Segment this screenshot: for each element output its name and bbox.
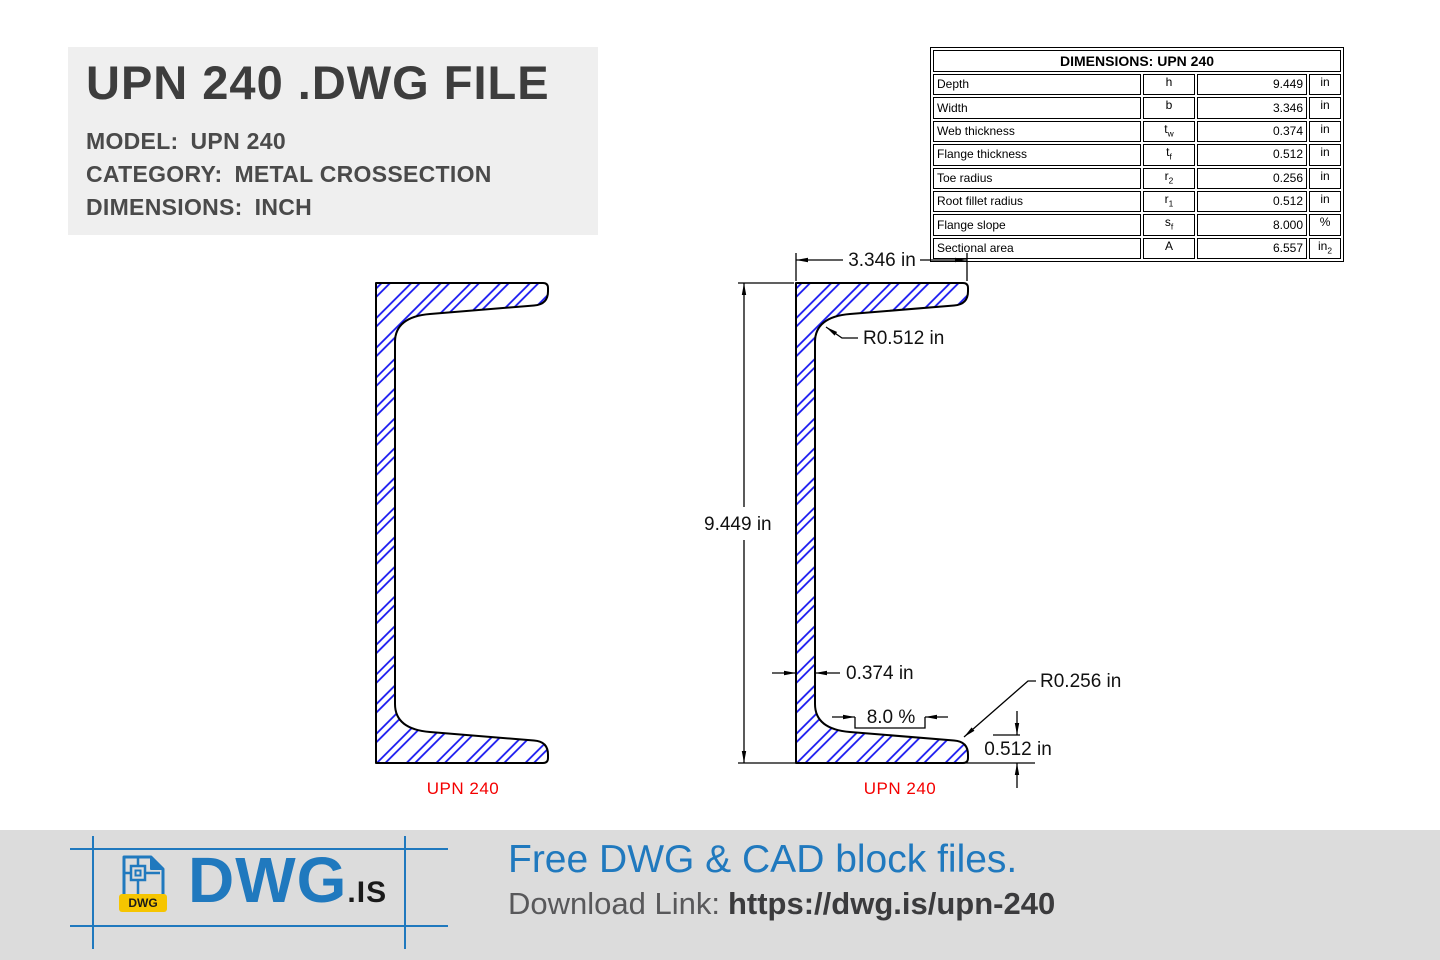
dwg-file-icon: DWG xyxy=(119,855,167,912)
table-row: Flange slope sf 8.000 % xyxy=(933,214,1342,236)
dimension-annotations: 3.346 in 9.449 in R0.512 in 0.374 in 8.0… xyxy=(704,250,1121,788)
row-unit: in2 xyxy=(1309,237,1342,260)
dimensions-table: DIMENSIONS: UPN 240 Depth h 9.449 in Wid… xyxy=(930,47,1345,263)
dimensions-row: DIMENSIONS: INCH xyxy=(86,191,598,224)
crop-mark-horizontal-top xyxy=(70,848,448,850)
row-value: 0.374 xyxy=(1197,120,1307,143)
row-symbol: h xyxy=(1143,74,1195,96)
table-row: Flange thickness tf 0.512 in xyxy=(933,144,1342,166)
row-name: Root fillet radius xyxy=(933,190,1141,213)
footer-text-block: Free DWG & CAD block files. Download Lin… xyxy=(508,838,1055,924)
root-radius-label: R0.512 in xyxy=(863,328,944,349)
toe-radius-label: R0.256 in xyxy=(1040,671,1121,692)
crop-mark-vertical-left xyxy=(92,836,94,949)
logo-text-dwg: DWG xyxy=(188,844,348,916)
footer: DWG DWG.IS Free DWG & CAD block files. D… xyxy=(0,830,1440,960)
dimensions-label: DIMENSIONS: xyxy=(86,194,243,220)
footer-headline: Free DWG & CAD block files. xyxy=(508,838,1018,881)
slope-label: 8.0 % xyxy=(867,707,916,728)
row-value: 0.512 xyxy=(1197,144,1307,166)
row-unit: in xyxy=(1309,190,1342,213)
row-unit: in xyxy=(1309,74,1342,96)
crop-mark-horizontal-bottom xyxy=(70,925,448,927)
row-value: 9.449 xyxy=(1197,74,1307,96)
upn-cross-section xyxy=(795,282,969,764)
slope-bracket xyxy=(854,717,926,729)
table-row: Root fillet radius r1 0.512 in xyxy=(933,190,1342,213)
table-row: Sectional area A 6.557 in2 xyxy=(933,237,1342,260)
channel-profile-dimensioned: 3.346 in 9.449 in R0.512 in 0.374 in 8.0… xyxy=(704,250,1121,788)
upn-cross-section xyxy=(375,282,549,764)
row-unit: in xyxy=(1309,120,1342,143)
row-name: Flange thickness xyxy=(933,144,1141,166)
row-symbol: tw xyxy=(1143,120,1195,143)
row-value: 8.000 xyxy=(1197,214,1307,236)
row-name: Toe radius xyxy=(933,167,1141,189)
page-title: UPN 240 .DWG FILE xyxy=(86,56,550,109)
row-unit: in xyxy=(1309,97,1342,119)
dimensions-value: INCH xyxy=(254,194,313,220)
width-dim-label: 3.346 in xyxy=(848,250,916,271)
category-label: CATEGORY: xyxy=(86,161,223,187)
model-info: MODEL: UPN 240 CATEGORY: METAL CROSSECTION… xyxy=(86,125,598,224)
right-drawing-caption: UPN 240 xyxy=(863,779,937,798)
row-symbol: b xyxy=(1143,97,1195,119)
row-value: 3.346 xyxy=(1197,97,1307,119)
table-title: DIMENSIONS: UPN 240 xyxy=(933,50,1342,72)
row-symbol: A xyxy=(1143,237,1195,260)
download-label: Download Link: xyxy=(508,886,720,921)
row-unit: in xyxy=(1309,167,1342,189)
toe-radius-leader xyxy=(963,680,1036,738)
category-value: METAL CROSSECTION xyxy=(234,161,492,187)
row-symbol: sf xyxy=(1143,214,1195,236)
model-row: MODEL: UPN 240 xyxy=(86,125,598,158)
row-value: 6.557 xyxy=(1197,237,1307,260)
dwg-icon-label: DWG xyxy=(128,896,157,910)
root-radius-leader xyxy=(825,326,858,339)
download-url-link[interactable]: https://dwg.is/upn-240 xyxy=(727,886,1056,921)
table-header-row: DIMENSIONS: UPN 240 xyxy=(933,50,1342,72)
row-unit: % xyxy=(1309,214,1342,236)
row-name: Web thickness xyxy=(933,120,1141,143)
row-symbol: r1 xyxy=(1143,190,1195,213)
title-card: UPN 240 .DWG FILE MODEL: UPN 240 CATEGORY… xyxy=(68,47,598,235)
table-row: Width b 3.346 in xyxy=(933,97,1342,119)
table-row: Depth h 9.449 in xyxy=(933,74,1342,96)
row-symbol: r2 xyxy=(1143,167,1195,189)
row-name: Flange slope xyxy=(933,214,1141,236)
row-value: 0.512 xyxy=(1197,190,1307,213)
web-dim-label: 0.374 in xyxy=(846,663,914,684)
height-dim-label: 9.449 in xyxy=(704,514,772,535)
row-name: Width xyxy=(933,97,1141,119)
category-row: CATEGORY: METAL CROSSECTION xyxy=(86,158,598,191)
table-row: Web thickness tw 0.374 in xyxy=(933,120,1342,143)
flange-dim-label: 0.512 in xyxy=(984,739,1052,760)
download-line: Download Link:https://dwg.is/upn-240 xyxy=(508,884,1055,924)
dwg-is-logo: DWG.IS xyxy=(188,848,387,912)
row-name: Sectional area xyxy=(933,237,1141,260)
channel-profile-plain xyxy=(375,282,549,764)
row-name: Depth xyxy=(933,74,1141,96)
left-drawing-caption: UPN 240 xyxy=(426,779,500,798)
model-label: MODEL: xyxy=(86,128,179,154)
table-row: Toe radius r2 0.256 in xyxy=(933,167,1342,189)
row-unit: in xyxy=(1309,144,1342,166)
row-value: 0.256 xyxy=(1197,167,1307,189)
logo-text-is: .IS xyxy=(347,876,388,909)
model-value: UPN 240 xyxy=(190,128,286,154)
crop-mark-vertical-right xyxy=(404,836,406,949)
row-symbol: tf xyxy=(1143,144,1195,166)
